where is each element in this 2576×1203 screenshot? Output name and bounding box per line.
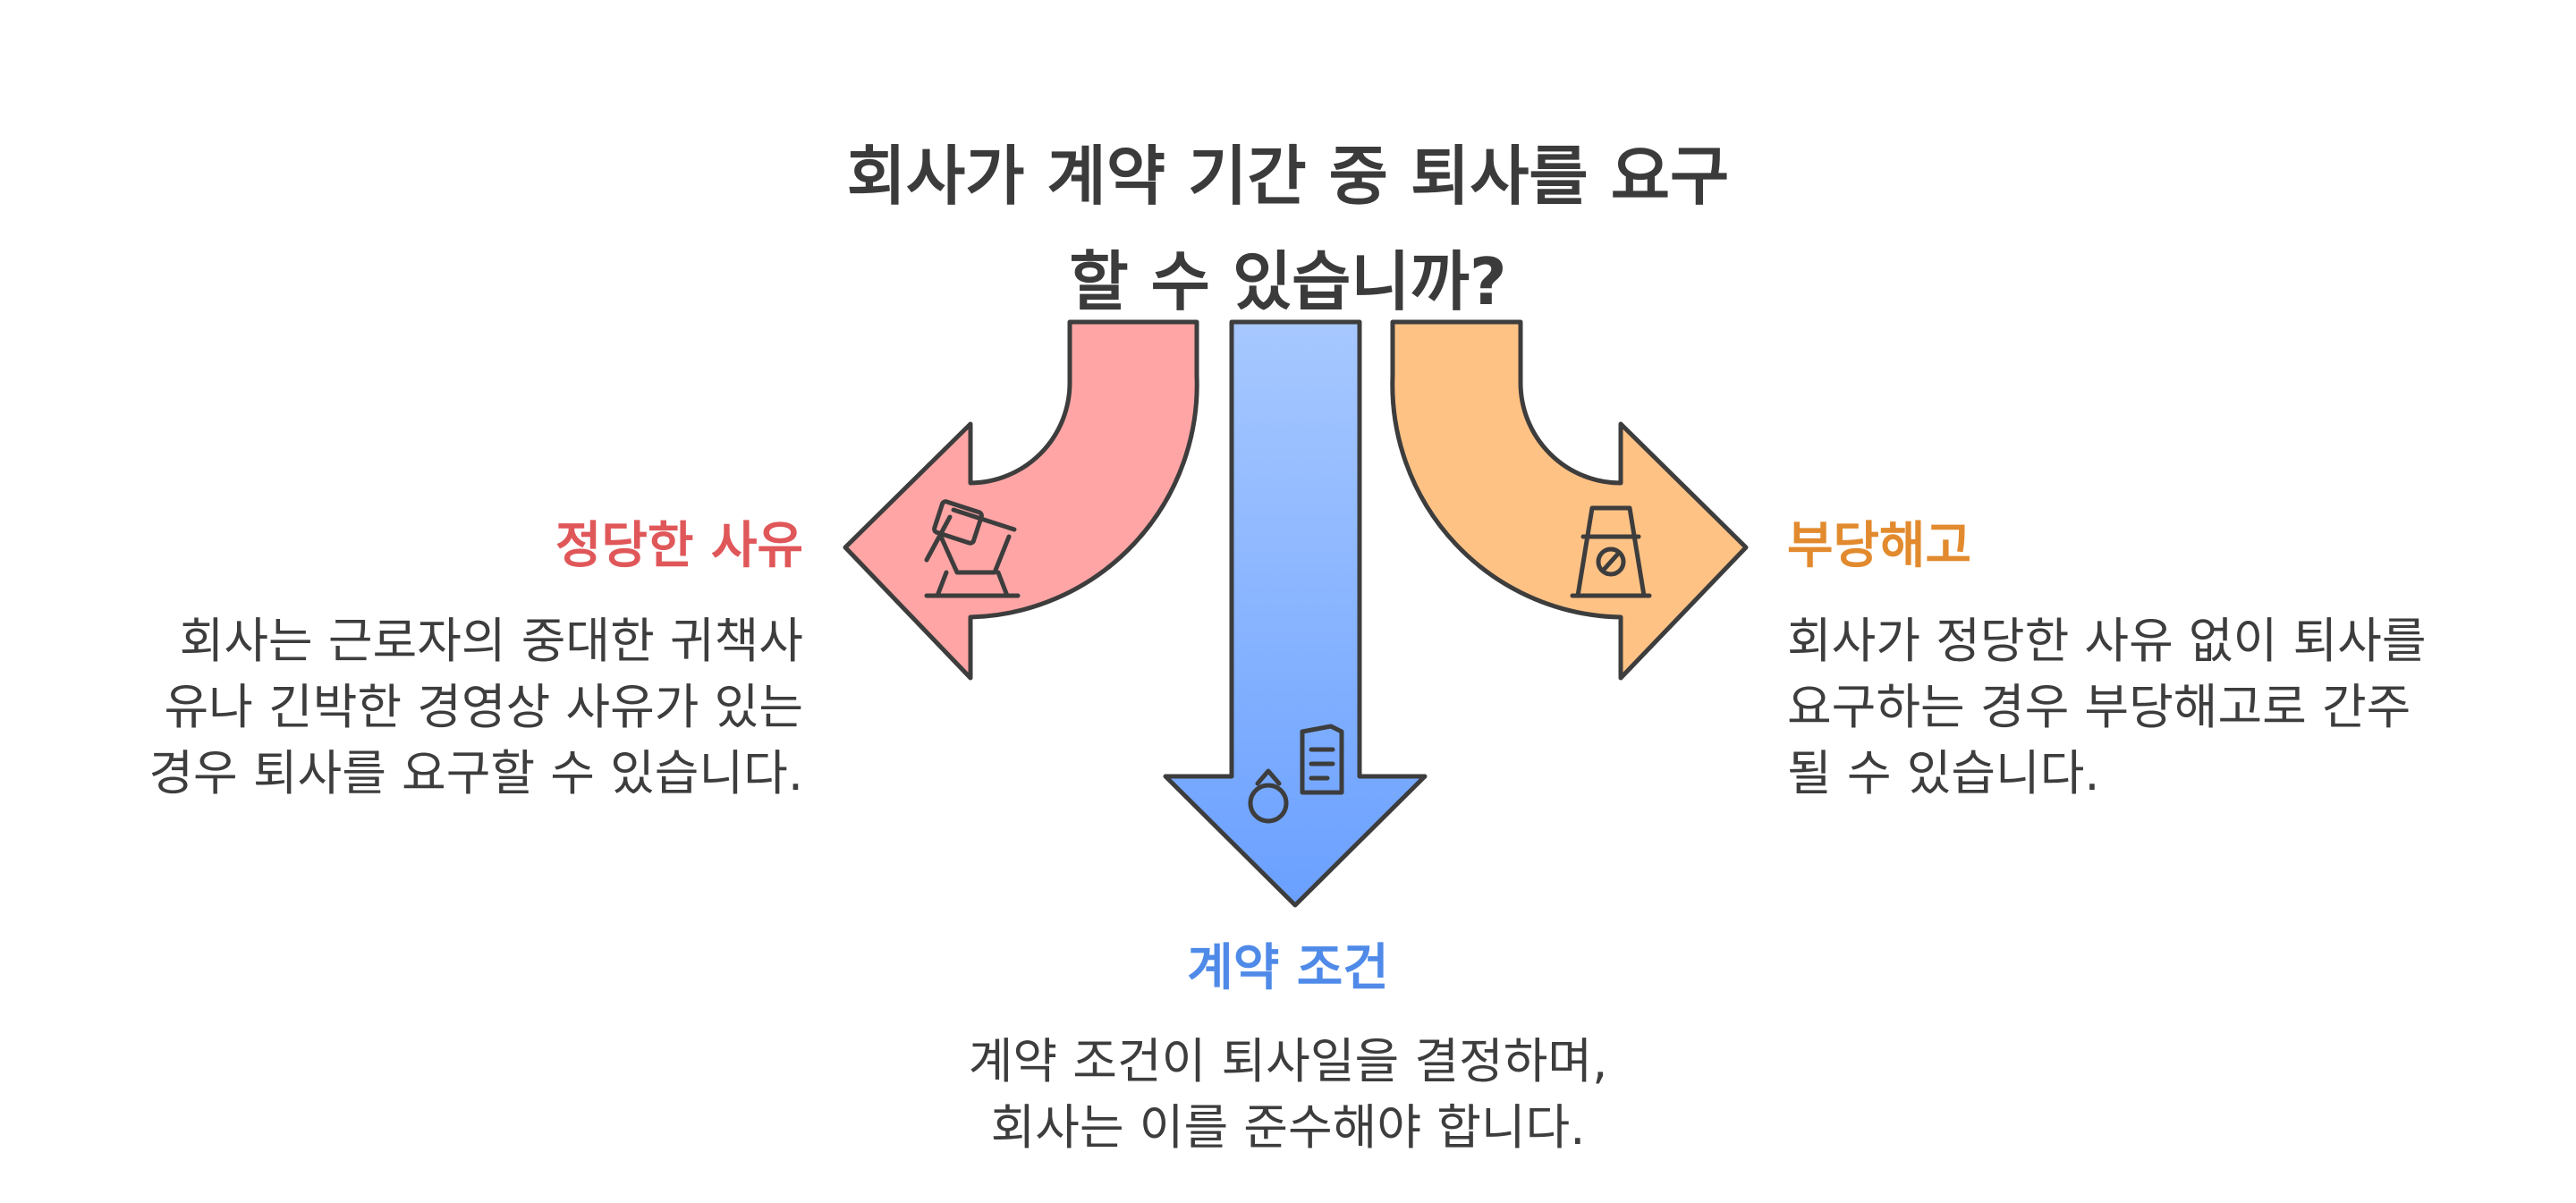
right-description-line: 될 수 있습니다. <box>1787 745 2100 801</box>
right-branch-heading: 부당해고 <box>1787 517 1972 575</box>
left-branch-arrow <box>843 319 1199 681</box>
right-branch-description: 회사가 정당한 사유 없이 퇴사를 요구하는 경우 부당해고로 간주 될 수 있… <box>1787 608 2427 807</box>
middle-branch-arrow <box>1163 319 1428 908</box>
left-description-line: 회사는 근로자의 중대한 귀책사 <box>179 613 803 669</box>
left-branch-heading: 정당한 사유 <box>555 517 803 575</box>
question-title: 회사가 계약 기간 중 퇴사를 요구 할 수 있습니까? <box>751 123 1825 335</box>
left-branch-description: 회사는 근로자의 중대한 귀책사 유나 긴박한 경영상 사유가 있는 경우 퇴사… <box>148 608 803 807</box>
title-line-2: 할 수 있습니까? <box>1069 244 1507 319</box>
warning-sign-icon <box>1570 505 1652 598</box>
middle-description-line: 회사는 이를 준수해야 합니다. <box>990 1099 1586 1156</box>
title-line-1: 회사가 계약 기간 중 퇴사를 요구 <box>846 139 1730 214</box>
right-description-line: 회사가 정당한 사유 없이 퇴사를 <box>1787 613 2427 669</box>
middle-branch-heading: 계약 조건 <box>1187 939 1389 997</box>
gavel-icon <box>924 499 1021 598</box>
middle-description-line: 계약 조건이 퇴사일을 결정하며, <box>968 1033 1608 1089</box>
right-description-line: 요구하는 경우 부당해고로 간주 <box>1787 679 2411 735</box>
middle-branch-description: 계약 조건이 퇴사일을 결정하며, 회사는 이를 준수해야 합니다. <box>751 1029 1825 1161</box>
right-branch-arrow <box>1390 319 1749 681</box>
left-description-line: 유나 긴박한 경영상 사유가 있는 <box>164 679 804 735</box>
left-description-line: 경우 퇴사를 요구할 수 있습니다. <box>148 745 803 801</box>
contract-ring-icon <box>1248 724 1344 824</box>
